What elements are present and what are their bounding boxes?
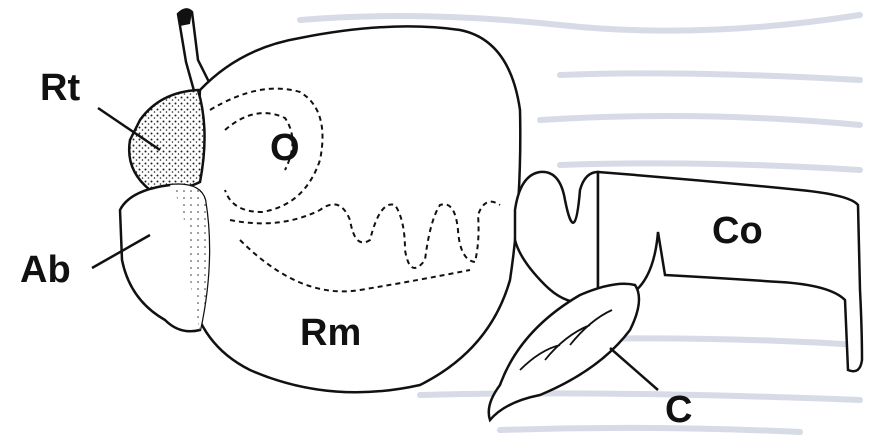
intestine-coil xyxy=(515,172,598,303)
label-rt: Rt xyxy=(40,67,80,109)
label-co: Co xyxy=(712,210,763,252)
leader-line-c xyxy=(610,348,658,390)
reticulum xyxy=(129,90,204,190)
label-o: O xyxy=(270,127,300,169)
cecum xyxy=(489,284,639,420)
label-ab: Ab xyxy=(20,249,71,291)
label-rm: Rm xyxy=(300,312,361,354)
label-c: C xyxy=(665,389,692,431)
